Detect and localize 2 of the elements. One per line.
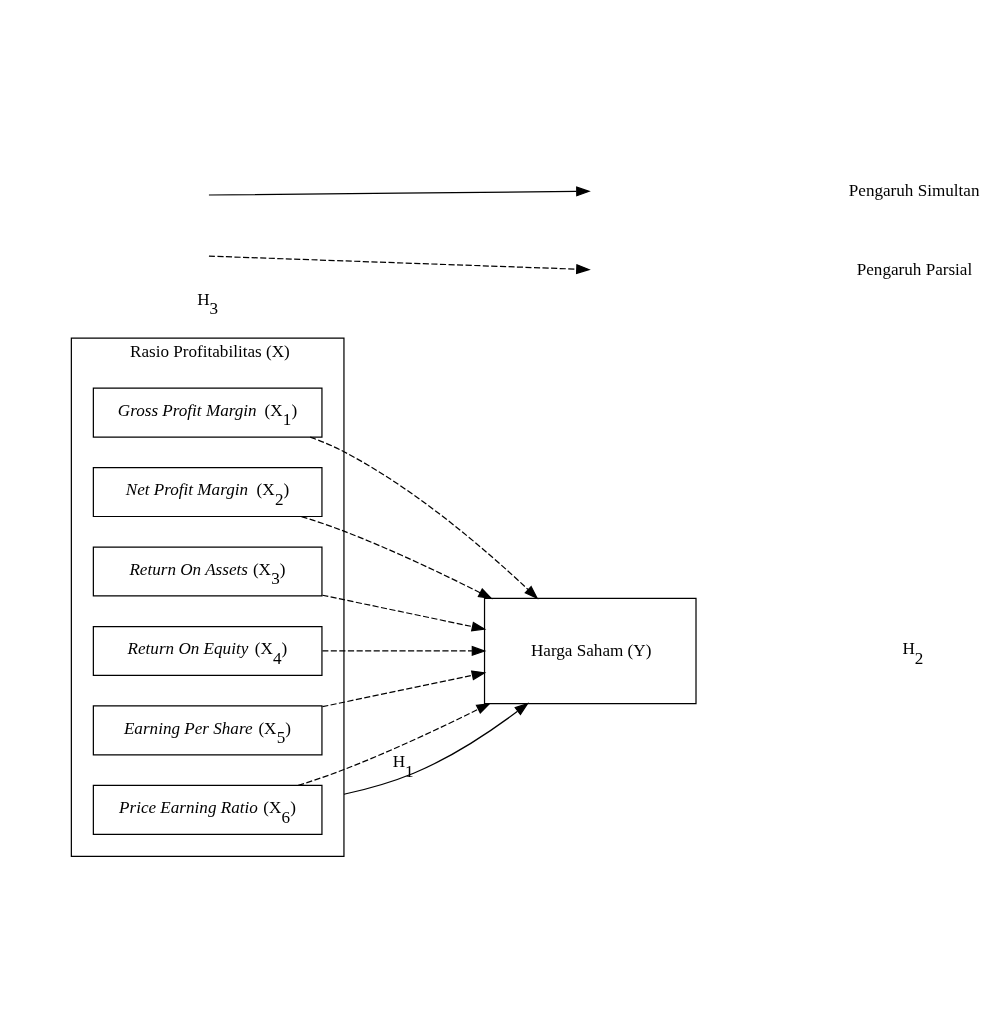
- legend-label: Pengaruh Simultan: [848, 180, 980, 200]
- legend-label: Pengaruh Parsial: [856, 260, 973, 280]
